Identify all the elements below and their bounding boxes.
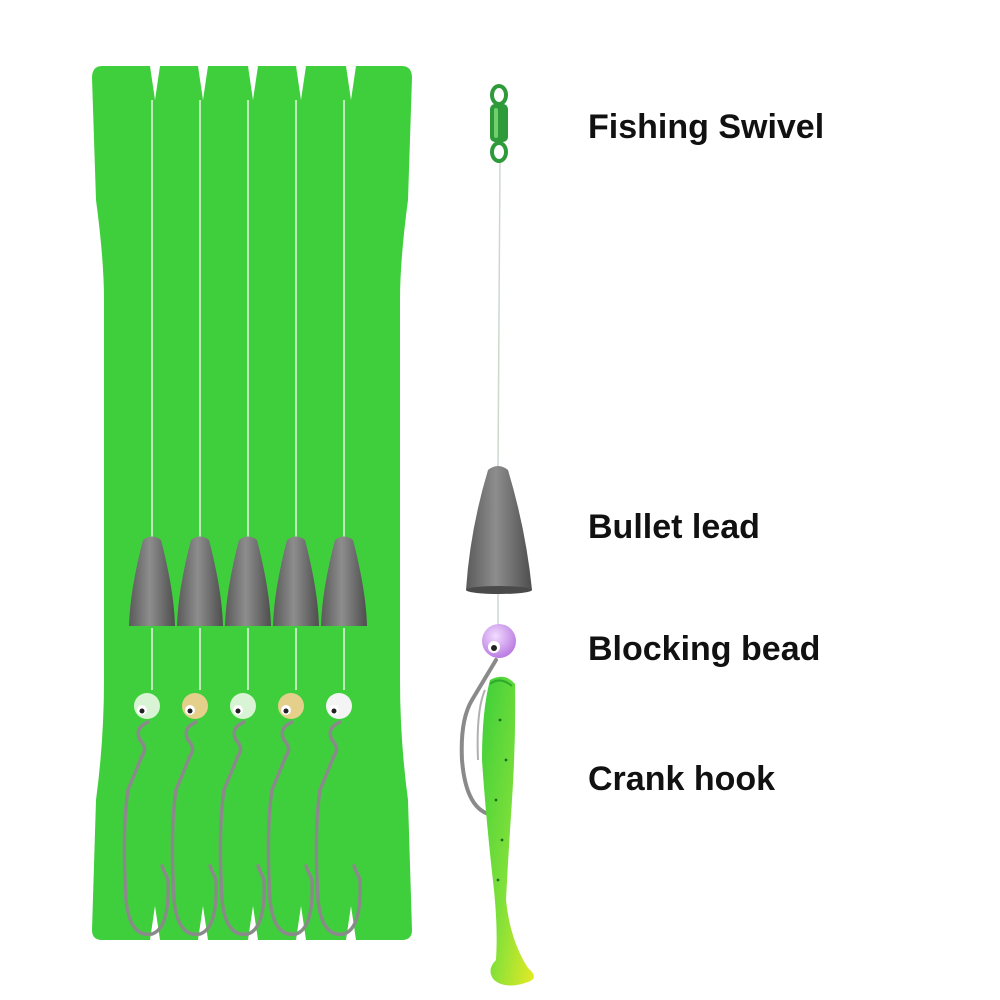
label-crank-hook: Crank hook: [588, 760, 776, 798]
crank-hook-icon: [218, 720, 266, 937]
crank-hook-icon: [459, 658, 498, 817]
bead-pupil: [187, 708, 193, 714]
rig-board-shape: [92, 66, 412, 940]
label-fishing-swivel: Fishing Swivel: [588, 108, 825, 146]
blocking-bead-icon: [278, 693, 304, 719]
bead-pupil: [331, 708, 337, 714]
bullet-lead-icon: [177, 536, 223, 626]
leader-line: [497, 159, 501, 471]
rig-3: [218, 100, 271, 937]
bead-pupil: [283, 708, 289, 714]
bullet-lead-icon: [273, 536, 319, 626]
rig-board: [92, 66, 412, 940]
bead-pupil: [235, 708, 241, 714]
rig-2: [170, 100, 223, 937]
rig-5: [314, 100, 367, 937]
rig-4: [266, 100, 319, 937]
blocking-bead-icon: [482, 624, 516, 658]
crank-hook-icon: [170, 720, 218, 937]
bullet-lead-icon: [129, 536, 175, 626]
crank-hook-icon: [266, 720, 314, 937]
soft-bait-icon: [482, 676, 534, 986]
label-bullet-lead: Bullet lead: [588, 508, 760, 546]
bullet-lead-icon: [466, 466, 532, 594]
crank-hook-icon: [314, 720, 362, 937]
label-blocking-bead: Blocking bead: [588, 630, 821, 668]
fishing-swivel-icon: [490, 84, 508, 163]
bead-pupil: [139, 708, 145, 714]
bullet-lead-icon: [225, 536, 271, 626]
blocking-bead-icon: [182, 693, 208, 719]
rig-1: [122, 100, 175, 937]
blocking-bead-icon: [230, 693, 256, 719]
blocking-bead-icon: [134, 693, 160, 719]
bullet-lead-icon: [321, 536, 367, 626]
rig-group: [122, 100, 367, 937]
assembled-rig: [459, 84, 534, 986]
blocking-bead-icon: [326, 693, 352, 719]
crank-hook-icon: [122, 720, 170, 937]
